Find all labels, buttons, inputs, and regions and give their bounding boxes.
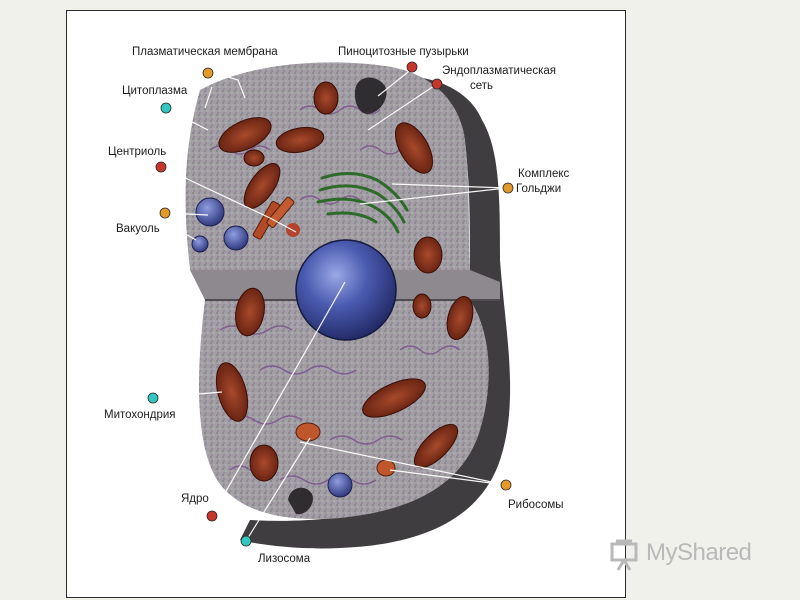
label-ribosomes: Рибосомы [508,499,564,511]
label-vacuole: Вакуоль [116,223,160,235]
cell-shadow [240,76,511,549]
nucleus [295,239,397,341]
label-cytoplasm: Цитоплазма [122,85,188,97]
label-centriole: Центриоль [108,146,166,158]
vacuoles [191,197,353,498]
label-er-line1: Эндоплазматическая [442,65,556,77]
label-lysosome: Лизосома [258,553,311,565]
cell-upper [185,62,470,270]
label-golgi-line2: Гольджи [516,183,561,195]
ribosome-cluster [376,459,396,477]
label-plasma-membrane: Плазматическая мембрана [132,46,278,58]
label-mitochondrion: Митохондрия [104,409,176,421]
presentation-board-icon [610,539,638,571]
golgi-complex [316,172,409,234]
pinocytic-vesicle-lower [288,487,313,515]
watermark: MyShared [606,536,776,576]
label-er-line2: сеть [470,80,493,92]
label-pinocytic-vesicles: Пиноцитозные пузырьки [338,46,469,58]
lysosome [295,422,321,442]
label-nucleus: Ядро [181,493,209,505]
label-golgi-line1: Комплекс [518,168,569,180]
mitochondria [215,81,474,482]
pinocytic-vesicle [354,77,387,114]
watermark-text: MyShared [646,539,752,566]
label-dots [147,61,514,547]
leader-lines [151,67,508,542]
